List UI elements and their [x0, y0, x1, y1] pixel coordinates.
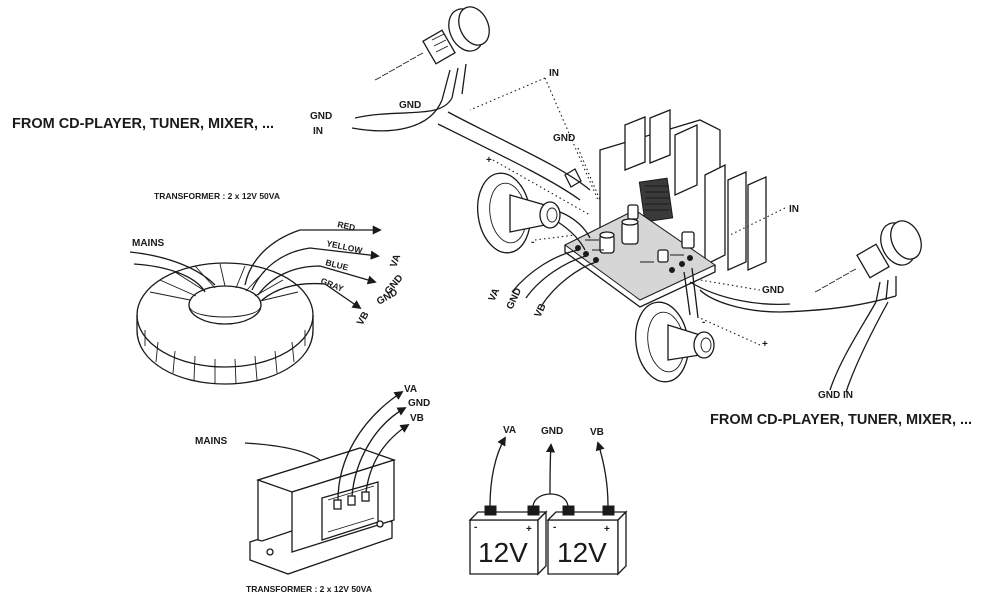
toroidal-out-va: VA: [388, 253, 403, 269]
battery-1-minus: -: [474, 522, 477, 533]
speaker-left: [477, 172, 591, 254]
amp-in-top-label: IN: [549, 68, 559, 79]
amp-gnd-right-label: GND: [762, 285, 784, 296]
battery-2-voltage: 12V: [557, 537, 607, 568]
right-in-label: IN: [843, 390, 853, 401]
supply-vb-label: VB: [533, 302, 549, 319]
frame-title: TRANSFORMER : 2 x 12V 50VA: [246, 584, 372, 594]
frame-out-vb: VB: [410, 413, 424, 424]
frame-out-va: VA: [404, 384, 417, 395]
supply-va-label: VA: [487, 287, 503, 304]
amp-minus-left-label: -: [531, 237, 534, 248]
wire-color-yellow: YELLOW: [326, 238, 365, 256]
amp-plus-bottom-label: +: [762, 339, 768, 350]
battery-pack: [468, 436, 628, 576]
wire-color-gray: GRAY: [319, 276, 345, 294]
battery-2-minus: -: [553, 522, 556, 533]
frame-out-gnd: GND: [408, 398, 430, 409]
battery-2-plus: +: [604, 524, 610, 535]
battery-1-plus: +: [526, 524, 532, 535]
speaker-right: [635, 267, 715, 383]
battery-out-va: VA: [503, 425, 516, 436]
left-potentiometer: [351, 6, 490, 132]
amp-gnd-top-label: GND: [553, 133, 575, 144]
left-pot-gnd-label: GND: [399, 100, 421, 111]
toroidal-out-vb: VB: [355, 310, 371, 328]
toroidal-mains-label: MAINS: [132, 238, 165, 249]
source-label-right: FROM CD-PLAYER, TUNER, MIXER, ...: [710, 412, 972, 428]
toroidal-out-gnd-2: GND: [375, 287, 400, 308]
left-input-cable: [437, 111, 591, 201]
battery-1-voltage: 12V: [478, 537, 528, 568]
amp-minus-bottom-label: -: [702, 317, 705, 328]
frame-transformer: [244, 390, 410, 575]
left-gnd-label: GND: [310, 111, 332, 122]
toroidal-transformer: [129, 225, 382, 385]
right-gnd-label: GND: [818, 390, 840, 401]
battery-out-vb: VB: [590, 427, 604, 438]
toroidal-title: TRANSFORMER : 2 x 12V 50VA: [154, 191, 280, 201]
supply-gnd-label: GND: [505, 286, 524, 311]
source-label-left: FROM CD-PLAYER, TUNER, MIXER, ...: [12, 116, 274, 132]
right-potentiometer: [699, 220, 922, 393]
leader-lines: [469, 77, 786, 346]
wire-color-red: RED: [337, 219, 357, 233]
frame-mains-label: MAINS: [195, 436, 228, 447]
amplifier-pcb: [564, 204, 717, 308]
battery-out-gnd: GND: [541, 426, 563, 437]
left-in-label: IN: [313, 126, 323, 137]
supply-wires: [511, 249, 597, 306]
right-input-cable: [689, 281, 791, 305]
amp-plus-top-label: +: [486, 155, 492, 166]
amp-in-right-label: IN: [789, 204, 799, 215]
